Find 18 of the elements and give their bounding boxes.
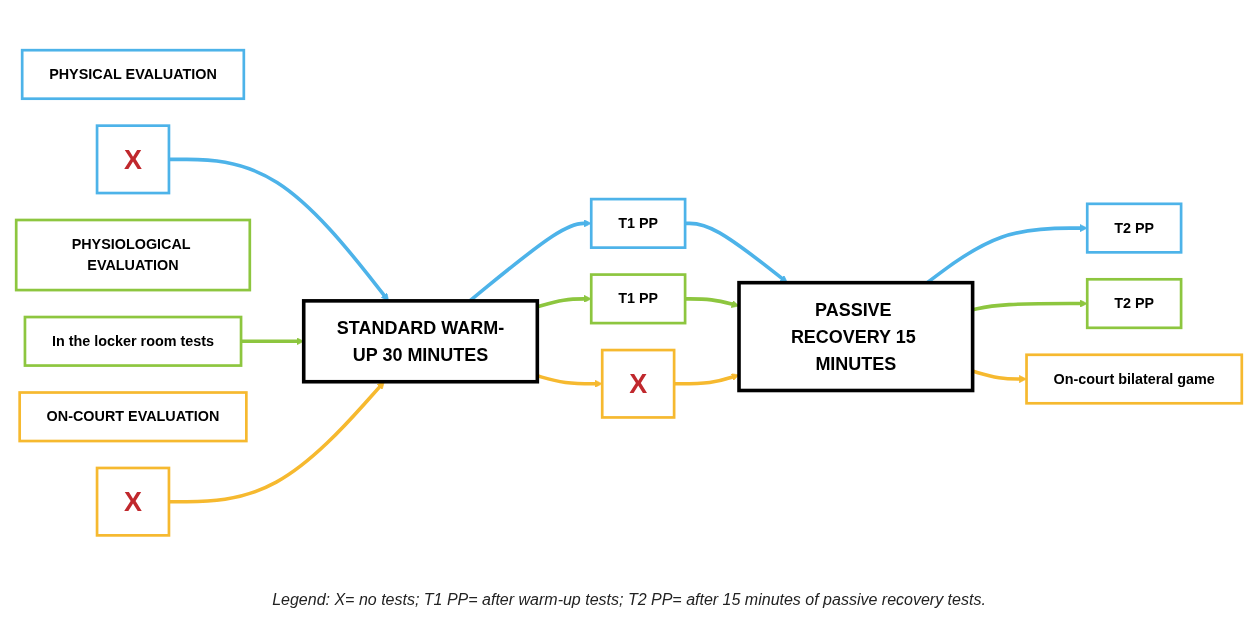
node-box: PHYSIOLOGICAL EVALUATION — [14, 218, 252, 292]
node-box: X — [600, 348, 676, 419]
node-box: On-court bilateral game — [1025, 353, 1244, 405]
arrow — [168, 381, 385, 504]
node-box: T2 PP — [1085, 277, 1183, 329]
node-box: STANDARD WARM-UP 30 MINUTES — [301, 298, 540, 384]
node-box: T1 PP — [589, 197, 687, 249]
arrow — [685, 221, 788, 283]
node-box: X — [95, 466, 171, 537]
node-box: T2 PP — [1085, 202, 1183, 254]
node-box: ON-COURT EVALUATION — [18, 390, 248, 443]
node-box: In the locker room tests — [23, 315, 243, 367]
arrow — [168, 157, 389, 301]
node-box: PHYSICAL EVALUATION — [20, 48, 246, 100]
node-box: PASSIVE RECOVERY 15 MINUTES — [737, 280, 975, 392]
node-box: X — [95, 124, 171, 195]
legend-caption: Legend: X= no tests; T1 PP= after warm-up tests; T2 PP= after 15 minutes of passive recovery tests. — [272, 591, 986, 609]
node-box: T1 PP — [589, 272, 687, 325]
